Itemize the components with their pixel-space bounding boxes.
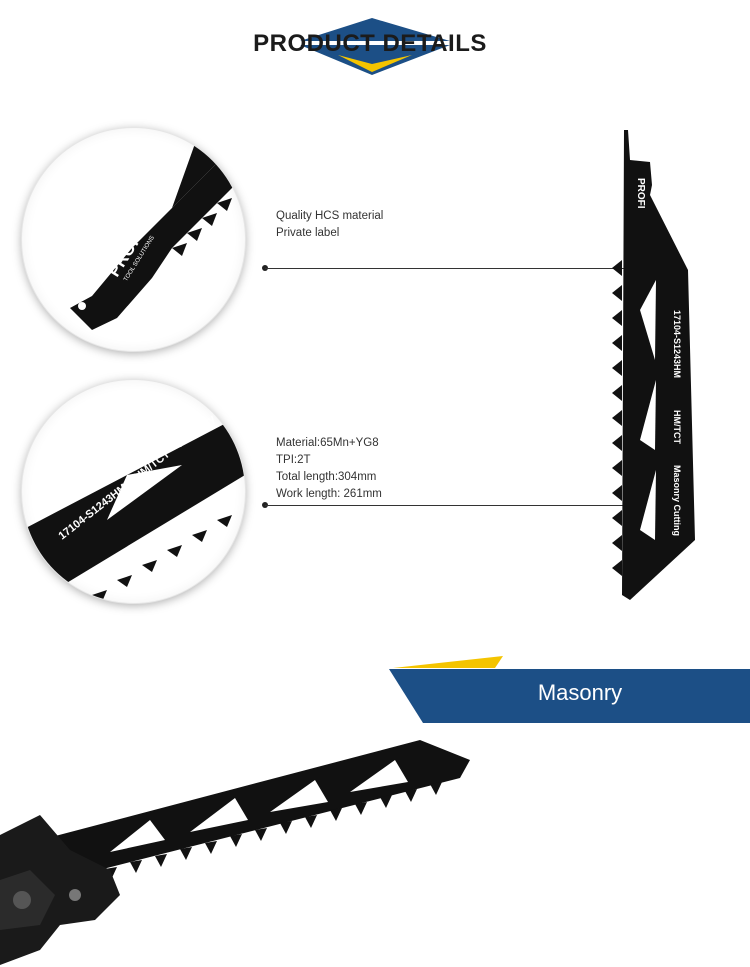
spec-list-bottom: Material:65Mn+YG8 TPI:2T Total length:30… — [276, 435, 382, 503]
saw-blade-vertical: PROFI 17104-S1243HM HM/TCT Masonry Cutti… — [612, 130, 695, 600]
spec-material-quality: Quality HCS material — [276, 210, 384, 222]
spec-list-top: Quality HCS material Private label — [276, 208, 383, 242]
saw-with-blade-photo: 17104-S2243HM HM/TCT Masonry Cutting — [0, 739, 470, 965]
spec-total-length: Total length:304mm — [276, 471, 377, 483]
photo-blade-model: 17104-S2243HM — [168, 766, 236, 792]
blade-vertical-model: 17104-S1243HM — [672, 310, 682, 378]
spec-private-label: Private label — [276, 227, 340, 239]
blade-vertical-material-code: HM/TCT — [672, 410, 682, 444]
blade-closeup-brand: PROFI TOOL SOLUTIONS — [70, 133, 237, 330]
spec-work-length: Work length: 261mm — [276, 488, 382, 500]
spec-material: Material:65Mn+YG8 — [276, 437, 379, 449]
category-banner — [389, 656, 750, 723]
leader-line-bottom — [265, 505, 625, 506]
blade-vertical-brand: PROFI — [635, 178, 646, 209]
blade-closeup-model: 17104-S1243HM HM/TCT Masonry Cutting — [22, 387, 245, 603]
page-title: PRODUCT DETAILS — [253, 30, 487, 57]
spec-tpi: TPI:2T — [276, 454, 311, 466]
blade-vertical-application: Masonry Cutting — [672, 465, 682, 536]
page-header: PRODUCT DETAILS — [0, 0, 750, 90]
leader-line-top — [265, 268, 625, 269]
photo-blade-application: Masonry Cutting — [273, 739, 344, 766]
header-diamond-graphic — [300, 18, 450, 75]
zoom-circle-model: 17104-S1243HM HM/TCT Masonry Cutting — [22, 380, 245, 603]
category-banner-label: Masonry — [537, 680, 623, 705]
photo-blade-material-code: HM/TCT — [236, 757, 272, 775]
zoom-circle-brand: PROFI TOOL SOLUTIONS — [22, 128, 245, 351]
